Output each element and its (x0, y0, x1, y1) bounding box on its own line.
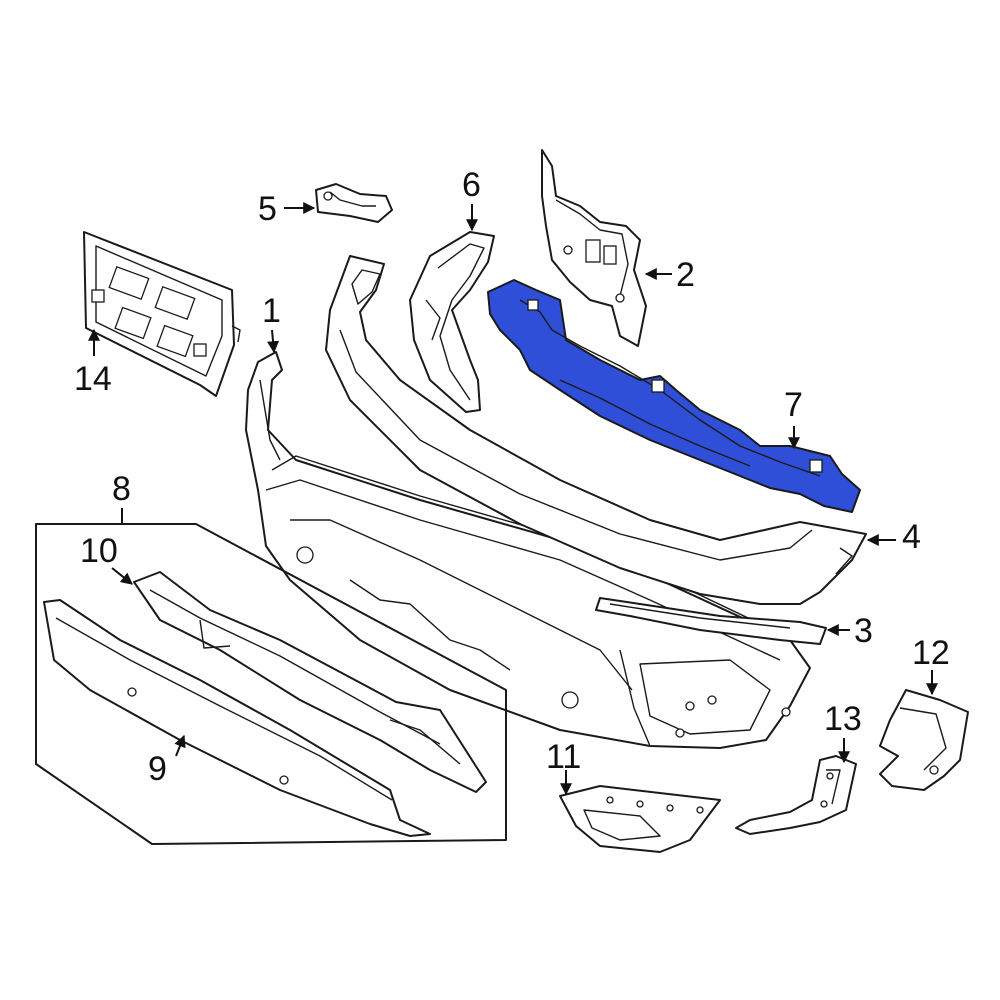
part-10-grille[interactable] (133, 571, 487, 793)
callout-11[interactable]: 11 (546, 738, 581, 776)
callout-10[interactable]: 10 (80, 532, 118, 570)
callout-2[interactable]: 2 (676, 256, 695, 294)
callout-7[interactable]: 7 (784, 386, 803, 424)
reinforcement-body (487, 279, 861, 513)
callout-8[interactable]: 8 (112, 470, 131, 508)
callout-9[interactable]: 9 (148, 750, 167, 788)
callout-leaders (88, 202, 938, 796)
callout-numbers: 1 2 3 4 5 6 7 8 9 10 11 12 13 14 (74, 166, 950, 788)
part-7-reinforcement[interactable] (487, 279, 861, 513)
part-11-fog-bezel[interactable] (559, 785, 721, 853)
callout-3[interactable]: 3 (854, 612, 873, 650)
part-12-corner-bracket[interactable] (879, 689, 969, 791)
callout-14[interactable]: 14 (74, 360, 112, 398)
callout-4[interactable]: 4 (902, 518, 921, 556)
part-4-upper-cover[interactable] (325, 255, 867, 605)
part-14-license-bracket[interactable] (83, 231, 241, 397)
group-8-box (35, 523, 507, 845)
callout-6[interactable]: 6 (462, 166, 481, 204)
part-6-bracket[interactable] (409, 231, 495, 413)
callout-5[interactable]: 5 (258, 190, 277, 228)
part-3-trim-strip[interactable] (595, 597, 827, 645)
part-9-lower-valance[interactable] (43, 599, 431, 837)
callout-1[interactable]: 1 (262, 292, 281, 330)
callout-13[interactable]: 13 (824, 700, 862, 738)
callout-12[interactable]: 12 (912, 634, 950, 672)
part-2-bracket[interactable] (541, 149, 647, 347)
part-13-side-bracket[interactable] (735, 755, 857, 835)
part-5-bracket[interactable] (315, 183, 393, 223)
